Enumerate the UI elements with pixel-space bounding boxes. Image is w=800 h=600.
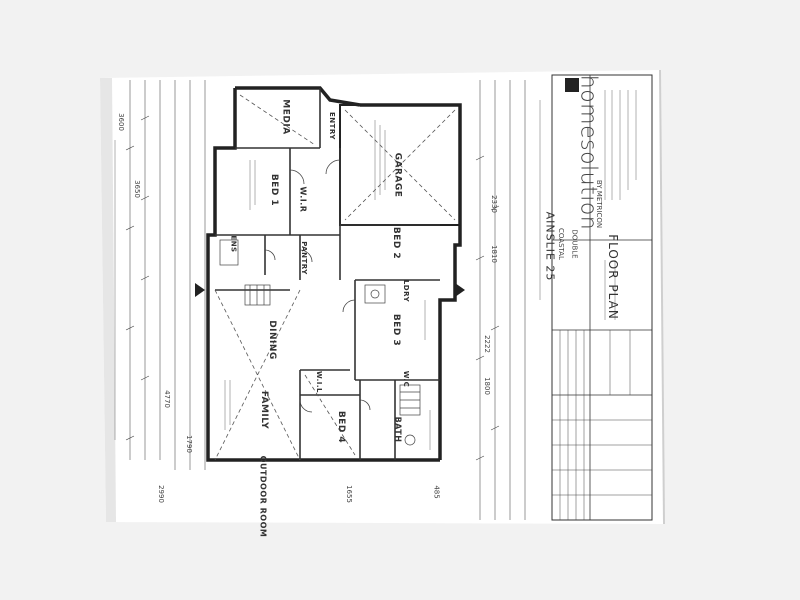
room-label-bath: BATH (393, 416, 403, 443)
model-name: AINSLIE 25 (543, 211, 557, 282)
logo-mark (565, 78, 579, 92)
page-edge-shadow (100, 78, 116, 522)
room-label-pantry: PANTRY (299, 241, 308, 275)
room-label-bed3: BED 3 (391, 313, 402, 347)
section-markers (195, 283, 465, 297)
dim-1790: 1790 (184, 435, 193, 453)
dim-1810: 1810 (489, 245, 498, 263)
paper-sheet (100, 70, 664, 524)
garage-type: DOUBLE (570, 229, 579, 259)
room-label-media: MEDIA (280, 99, 291, 135)
facade-name: COASTAL (556, 228, 565, 260)
room-label-garage: GARAGE (392, 152, 403, 198)
room-label-ldry: LDRY (402, 279, 411, 303)
dim-2222: 2222 (482, 335, 491, 353)
room-label-ens: ENS (229, 235, 238, 253)
room-label-bed4: BED 4 (336, 410, 347, 444)
title-block-frame (551, 74, 653, 521)
dimension-lines-bottom (479, 80, 526, 520)
door-swings (264, 159, 371, 413)
dim-1655: 1655 (344, 485, 353, 503)
dim-485: 485 (432, 485, 441, 499)
dim-3600: 3600 (116, 113, 125, 131)
title-block-fine-print (604, 90, 637, 320)
room-label-wc: W.C (402, 370, 411, 388)
room-label-family: FAMILY (259, 390, 270, 430)
fixture-hatching (219, 239, 421, 446)
annotation-scribbles (114, 100, 541, 450)
internal-walls (215, 88, 440, 460)
room-label-wil: W.I.L (315, 370, 324, 394)
dim-4770: 4770 (162, 390, 171, 408)
dim-2330: 2330 (489, 195, 498, 213)
dim-2990: 2990 (156, 485, 165, 503)
room-label-bed1: BED 1 (269, 173, 280, 207)
brand-sub: BY METRICON (595, 179, 604, 229)
dim-1800: 1800 (482, 377, 491, 395)
revision-table (552, 330, 652, 520)
sheet-title: FLOOR PLAN (605, 234, 620, 320)
dimension-lines-top (129, 80, 206, 470)
room-label-outdoor-room: OUTDOOR ROOM (258, 455, 268, 538)
dashed-ceiling-lines (214, 94, 456, 461)
room-label-entry: ENTRY (328, 112, 336, 140)
room-label-wir: W.I.R (298, 186, 308, 213)
dimension-ticks (125, 115, 500, 461)
room-label-dining: DINING (266, 320, 277, 360)
room-label-bed2: BED 2 (391, 226, 402, 260)
dim-3650: 3650 (132, 180, 141, 198)
page-edge-right (659, 69, 665, 525)
